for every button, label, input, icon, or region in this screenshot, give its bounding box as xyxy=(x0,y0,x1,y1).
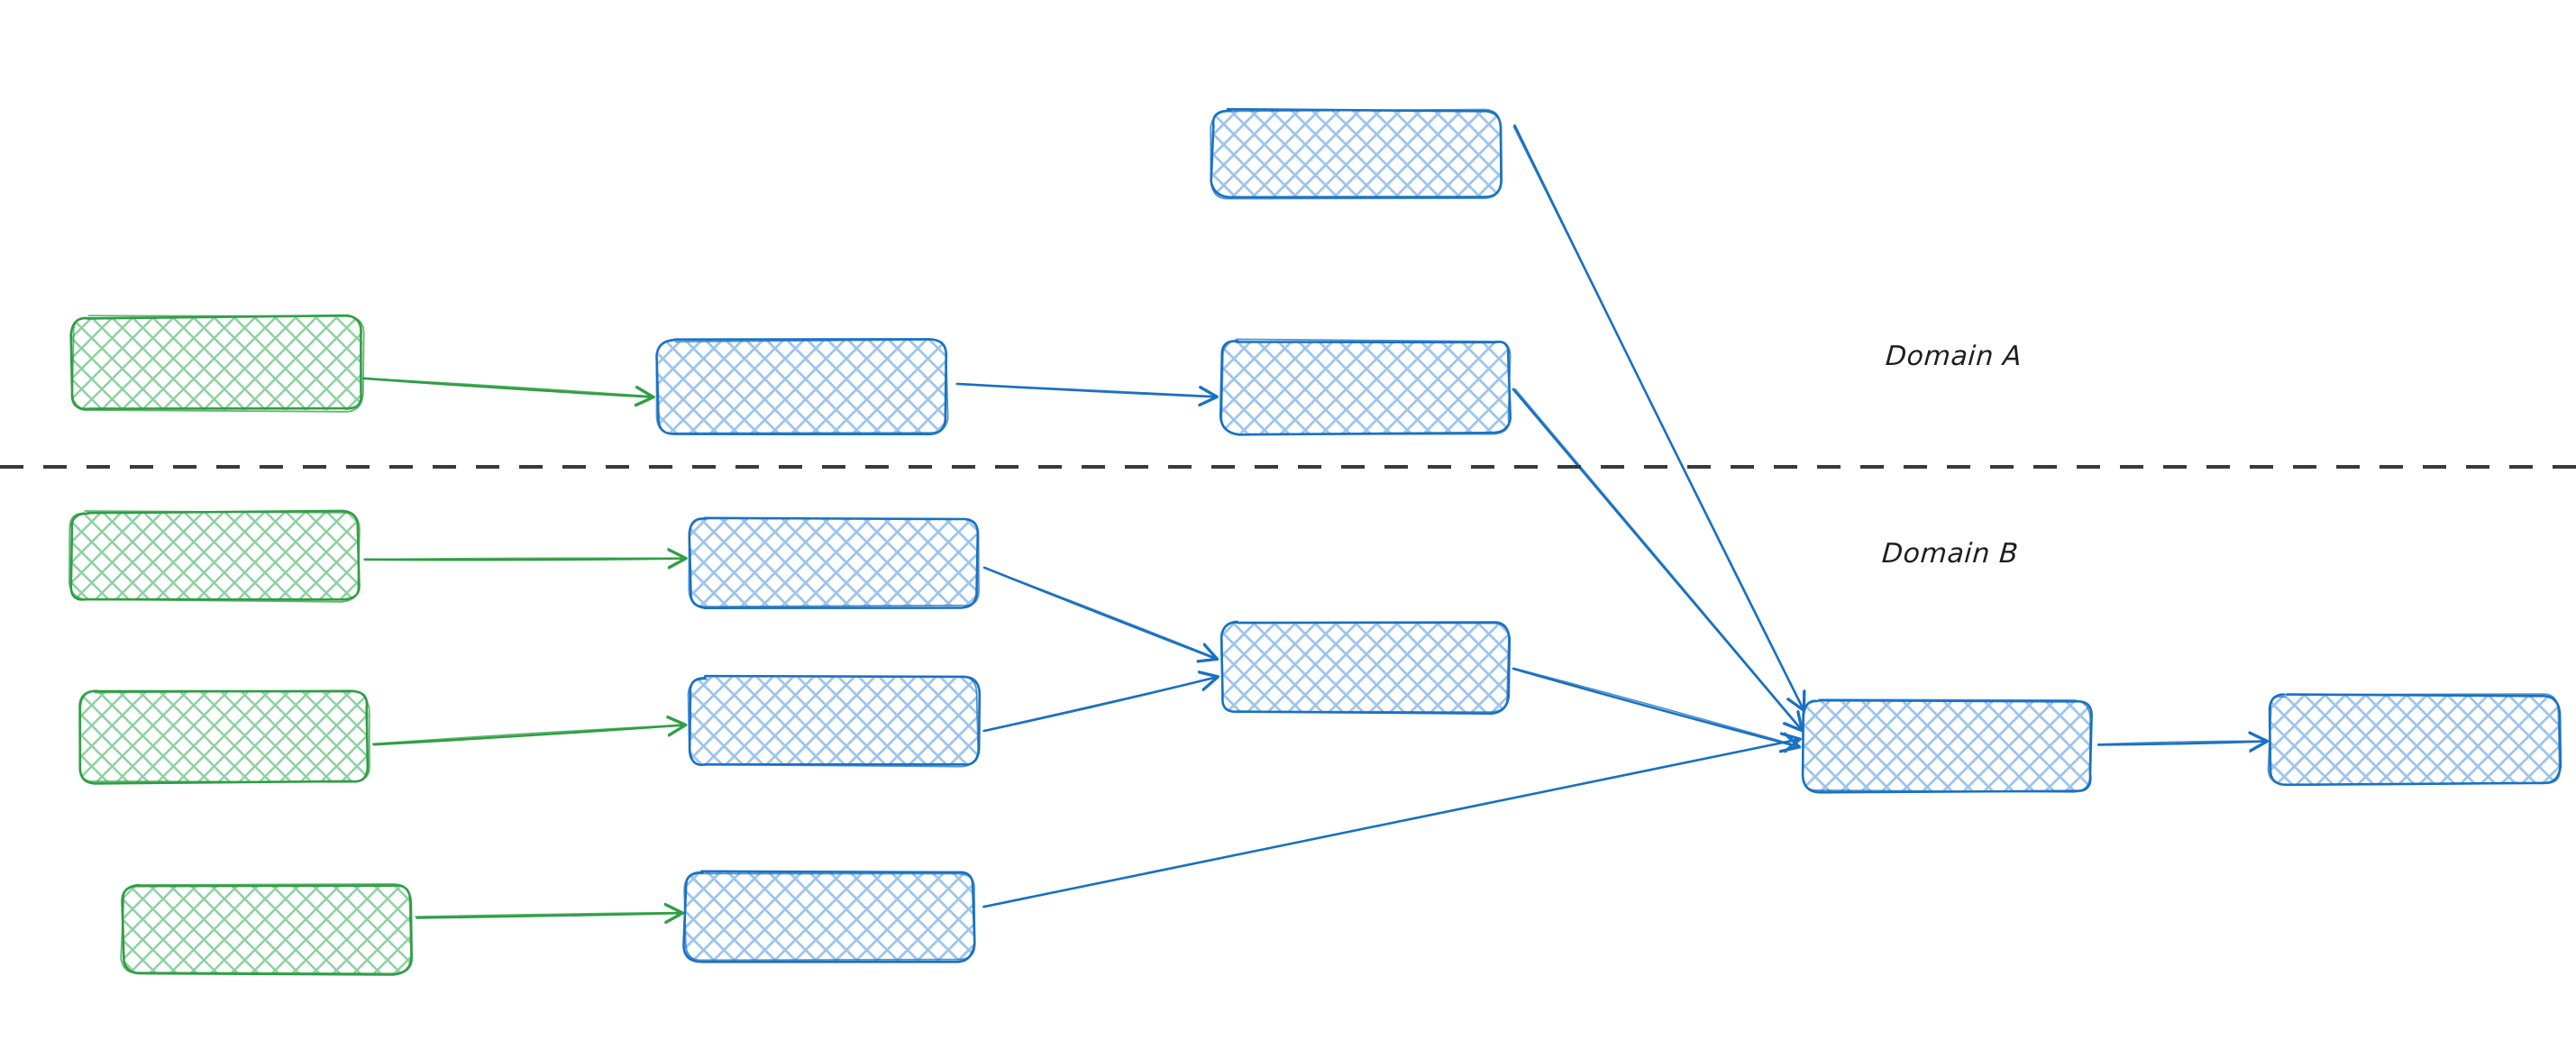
edge-line xyxy=(415,911,681,917)
node-outline xyxy=(71,315,365,413)
edge-e10[interactable] xyxy=(982,738,1799,908)
node-outline xyxy=(688,517,980,608)
node-b-aggregate[interactable] xyxy=(1801,698,2093,794)
edge-e11[interactable] xyxy=(1512,667,1799,747)
edge-e6[interactable] xyxy=(371,724,684,746)
edge-line xyxy=(1512,125,1804,709)
node-fill xyxy=(684,871,974,962)
node-fill xyxy=(71,316,363,411)
node-fill xyxy=(1220,341,1511,434)
node-b-output[interactable] xyxy=(2267,693,2562,787)
edge-e5[interactable] xyxy=(363,557,685,561)
edge-e2[interactable] xyxy=(955,382,1217,397)
edge-line xyxy=(416,913,681,917)
node-outline xyxy=(1801,698,2093,794)
node-outline xyxy=(120,882,412,975)
node-fill xyxy=(1802,700,2092,792)
node-outline xyxy=(1210,108,1502,200)
node-outline xyxy=(1802,698,2092,793)
edge-e3[interactable] xyxy=(1512,123,1804,709)
node-a-proc-1[interactable] xyxy=(655,338,949,435)
node-b-source-2[interactable] xyxy=(78,689,370,785)
node-a-proc-top[interactable] xyxy=(1210,107,1503,200)
edge-line xyxy=(361,377,651,397)
node-fill xyxy=(2269,695,2561,785)
edge-line xyxy=(363,559,683,561)
edge-line xyxy=(983,567,1216,659)
edge-e7[interactable] xyxy=(415,911,681,918)
node-b-source-1[interactable] xyxy=(68,509,361,603)
node-b-merge[interactable] xyxy=(1219,620,1512,716)
edge-e8[interactable] xyxy=(982,566,1216,659)
edge-e1[interactable] xyxy=(361,377,652,397)
node-fill xyxy=(70,511,360,600)
node-fill xyxy=(689,677,979,766)
edge-e9[interactable] xyxy=(982,677,1217,733)
edge-line xyxy=(363,557,685,561)
edge-line xyxy=(2097,740,2265,745)
domain-label-b: Domain B xyxy=(1880,538,2020,570)
edge-line xyxy=(1513,667,1799,747)
edge-line xyxy=(983,738,1799,908)
node-outline xyxy=(683,871,976,962)
node-fill xyxy=(78,691,369,783)
edge-line xyxy=(1514,388,1802,729)
node-b-proc-3[interactable] xyxy=(682,870,976,963)
edge-line xyxy=(2096,742,2264,745)
edge-e4[interactable] xyxy=(1512,388,1802,729)
edge-line xyxy=(371,724,684,744)
node-outline xyxy=(69,314,363,411)
node-outline xyxy=(1220,621,1510,713)
domain-label-a: Domain A xyxy=(1884,341,2023,372)
edge-line xyxy=(364,378,652,397)
node-outline xyxy=(655,339,949,434)
node-fill xyxy=(689,517,979,607)
node-fill xyxy=(1220,621,1509,713)
node-outline xyxy=(1220,338,1512,435)
node-outline xyxy=(687,675,980,768)
node-b-proc-2[interactable] xyxy=(687,674,982,768)
edge-line xyxy=(955,383,1217,397)
node-outline xyxy=(688,674,982,766)
node-a-source-1[interactable] xyxy=(69,314,365,413)
node-outline xyxy=(68,510,361,603)
node-fill xyxy=(122,884,412,973)
edges-layer xyxy=(361,123,2265,918)
node-outline xyxy=(78,689,370,783)
edge-line xyxy=(372,725,683,746)
node-fill xyxy=(1212,109,1502,198)
edge-line xyxy=(1512,388,1801,729)
node-outline xyxy=(1219,340,1512,436)
node-b-source-3[interactable] xyxy=(120,882,413,976)
edge-line xyxy=(982,677,1217,732)
edge-e12[interactable] xyxy=(2096,740,2265,745)
node-a-proc-2[interactable] xyxy=(1219,338,1512,436)
node-b-proc-1[interactable] xyxy=(688,516,980,609)
node-fill xyxy=(658,340,947,434)
nodes-layer xyxy=(68,107,2562,976)
edge-line xyxy=(1512,667,1797,746)
node-outline xyxy=(2267,693,2561,786)
